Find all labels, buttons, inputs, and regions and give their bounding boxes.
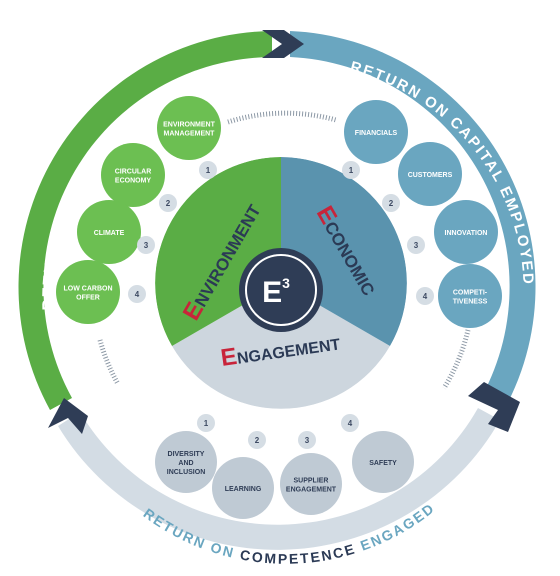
economic-number-disc-3 (407, 236, 425, 254)
environment-bubble-4 (56, 260, 120, 324)
engagement-bubble-3 (280, 453, 342, 515)
environment-bubble-label-3: CLIMATE (94, 230, 125, 237)
economic-bubble-label-4: COMPETI-TIVENESS (453, 290, 488, 306)
engagement-number-1: 1 (204, 419, 209, 428)
competence-ring (58, 408, 500, 550)
economic-bubble-2 (398, 142, 462, 206)
engagement-bubble-1 (155, 431, 217, 493)
economic-bubble-label-3: INNOVATION (445, 230, 488, 237)
economic-number-disc-4 (416, 287, 434, 305)
engagement-number-2: 2 (255, 436, 260, 445)
engagement-number-4: 4 (348, 419, 353, 428)
center-badge (239, 248, 323, 332)
environment-number-3: 3 (144, 241, 149, 250)
engagement-number-disc-4 (341, 414, 359, 432)
economic-bubble-4 (438, 264, 502, 328)
environment-number-disc-4 (128, 285, 146, 303)
economic-number-disc-1 (342, 161, 360, 179)
left-dash-arc (97, 339, 121, 386)
engagement-bubble-4 (352, 431, 414, 493)
economic-number-disc-2 (382, 194, 400, 212)
top-dash-arc (227, 110, 337, 125)
chevron-left-icon (48, 398, 88, 434)
carbon-ring (18, 31, 273, 410)
engagement-number-disc-3 (298, 431, 316, 449)
center-badge-ring (245, 254, 317, 326)
economic-bubble-3 (434, 200, 498, 264)
economic-number-3: 3 (414, 241, 419, 250)
chevron-top-icon (262, 30, 304, 58)
environment-number-1: 1 (206, 166, 211, 175)
environment-bubble-2 (101, 143, 165, 207)
environment-number-4: 4 (135, 290, 140, 299)
environment-number-disc-2 (159, 194, 177, 212)
environment-number-2: 2 (166, 199, 171, 208)
engagement-number-disc-2 (248, 431, 266, 449)
economic-bubble-1 (344, 100, 408, 164)
environment-bubble-1 (157, 96, 221, 160)
economic-bubble-label-2: CUSTOMERS (408, 172, 453, 179)
economic-number-4: 4 (423, 292, 428, 301)
central-disc (155, 157, 407, 409)
environment-number-disc-3 (137, 236, 155, 254)
engagement-bubble-label-4: SAFETY (369, 460, 397, 467)
environment-bubble-3 (77, 200, 141, 264)
economic-number-2: 2 (389, 199, 394, 208)
engagement-bubble-2 (212, 457, 274, 519)
center-label: E3 (262, 275, 290, 309)
right-dash-arc (441, 329, 471, 390)
economic-number-1: 1 (349, 166, 354, 175)
environment-number-disc-1 (199, 161, 217, 179)
chevron-right-icon (468, 382, 520, 432)
capital-ring (290, 31, 536, 408)
economic-bubble-label-1: FINANCIALS (355, 130, 398, 137)
engagement-number-3: 3 (305, 436, 310, 445)
engagement-bubble-label-2: LEARNING (225, 486, 262, 493)
engagement-number-disc-1 (197, 414, 215, 432)
